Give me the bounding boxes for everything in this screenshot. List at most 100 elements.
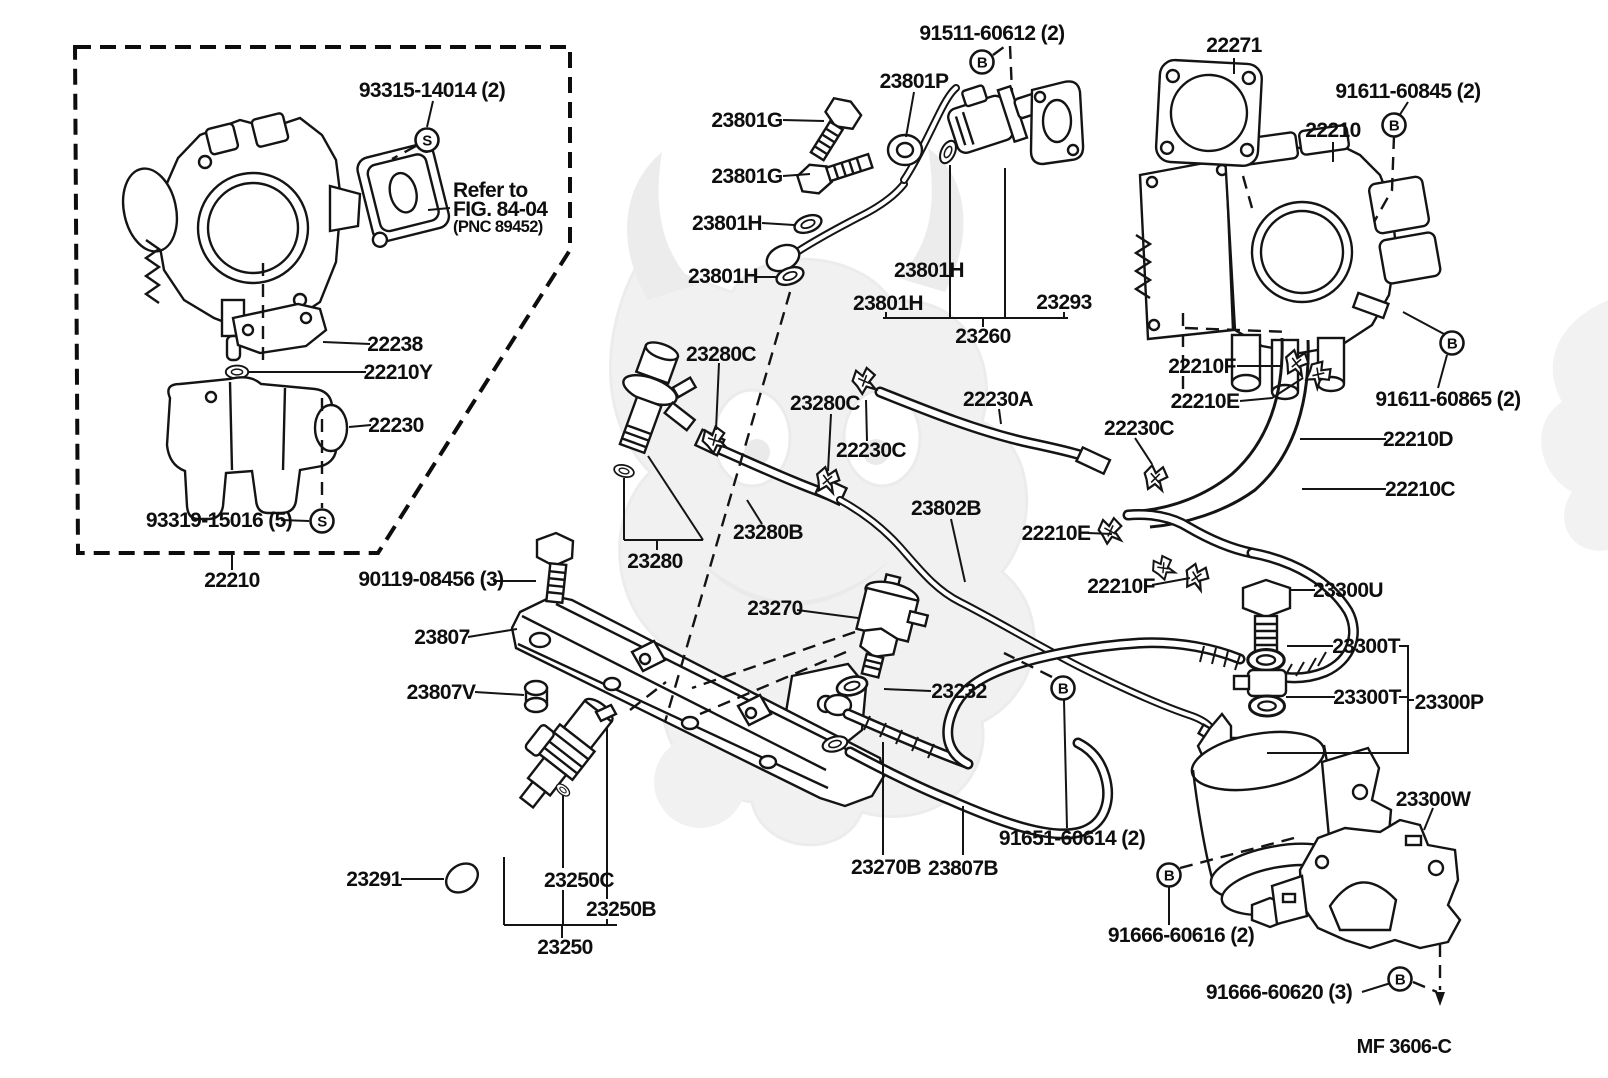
label-22230c-mid: 22230C bbox=[836, 439, 906, 462]
reference-note-line2: FIG. 84-04 bbox=[453, 198, 548, 221]
label-22230c-right: 22230C bbox=[1104, 417, 1174, 440]
part-number-labels: 93315-14014 (2) 22238 22210Y 22230 93319-150… bbox=[146, 22, 1521, 1004]
label-90119-08456: 90119-08456 (3) bbox=[358, 568, 503, 591]
label-91666-60620: 91666-60620 (3) bbox=[1206, 981, 1352, 1004]
label-22230-left: 22230 bbox=[368, 414, 423, 437]
valve-23280-drawing bbox=[611, 341, 698, 481]
svg-text:B: B bbox=[977, 55, 988, 72]
grommet-23291-drawing bbox=[445, 862, 479, 894]
label-23801h-4: 23801H bbox=[853, 292, 923, 315]
throttle-body-right-drawing bbox=[1133, 124, 1442, 401]
label-22210f-upper: 22210F bbox=[1168, 355, 1236, 378]
symbol-b-1: B bbox=[969, 49, 995, 75]
hose-23270b-drawing bbox=[819, 637, 1246, 770]
fuel-pipe-23260-drawing bbox=[765, 84, 961, 290]
throttle-position-sensor-drawing bbox=[356, 136, 451, 248]
label-23300t-2: 23300T bbox=[1333, 686, 1401, 709]
figure-code: MF 3606-C bbox=[1357, 1036, 1452, 1058]
label-93315-14014: 93315-14014 (2) bbox=[359, 79, 505, 102]
label-23300w: 23300W bbox=[1396, 788, 1471, 811]
bolt-90119-drawing bbox=[535, 531, 575, 605]
label-23801h-1: 23801H bbox=[692, 212, 762, 235]
label-91651-60614: 91651-60614 (2) bbox=[999, 827, 1145, 850]
label-23270: 23270 bbox=[747, 597, 802, 620]
bracket-23300w-drawing bbox=[1270, 818, 1462, 950]
grommet-23807v-drawing bbox=[523, 679, 549, 714]
label-22210e-left: 22210E bbox=[1022, 522, 1091, 545]
reference-note-line3: (PNC 89452) bbox=[453, 218, 543, 236]
label-22238: 22238 bbox=[367, 333, 423, 356]
label-23801g-1: 23801G bbox=[711, 109, 782, 132]
label-22271: 22271 bbox=[1206, 34, 1262, 57]
label-91611-60845: 91611-60845 (2) bbox=[1335, 80, 1480, 103]
label-22210f-lower: 22210F bbox=[1087, 575, 1155, 598]
label-93319-15016: 93319-15016 (5) bbox=[146, 509, 292, 532]
pressure-regulator-23270-drawing bbox=[855, 572, 930, 679]
symbol-s-1: S bbox=[414, 127, 440, 153]
label-23801h-3: 23801H bbox=[894, 259, 964, 282]
reference-note: Refer to FIG. 84-04 (PNC 89452) bbox=[453, 179, 549, 236]
label-23801g-2: 23801G bbox=[711, 165, 782, 188]
label-23260: 23260 bbox=[955, 325, 1010, 348]
label-23250b: 23250B bbox=[586, 898, 656, 921]
leader-lines bbox=[231, 58, 1448, 993]
svg-text:S: S bbox=[422, 133, 432, 150]
svg-text:B: B bbox=[1164, 868, 1175, 885]
symbol-b-6: B bbox=[1387, 966, 1413, 992]
pipes-22210d-22210c-drawing bbox=[1122, 337, 1359, 684]
label-23250c: 23250C bbox=[544, 869, 614, 892]
valve-22230-drawing bbox=[165, 376, 349, 521]
label-22210-right: 22210 bbox=[1305, 119, 1360, 142]
detail-box-outline bbox=[72, 45, 572, 555]
label-22210e-upper: 22210E bbox=[1171, 390, 1240, 413]
label-22210-left: 22210 bbox=[204, 569, 259, 592]
injector-23250-drawing bbox=[445, 697, 618, 894]
svg-text:B: B bbox=[1389, 118, 1400, 135]
label-91511-60612: 91511-60612 (2) bbox=[919, 22, 1064, 45]
label-22210y: 22210Y bbox=[364, 361, 433, 384]
label-22230a: 22230A bbox=[963, 388, 1033, 411]
hose-22230a-drawing bbox=[874, 386, 1112, 476]
label-23807: 23807 bbox=[414, 626, 469, 649]
label-22210d: 22210D bbox=[1383, 428, 1453, 451]
svg-text:B: B bbox=[1058, 681, 1069, 698]
svg-text:B: B bbox=[1447, 336, 1458, 353]
label-23300u: 23300U bbox=[1313, 579, 1383, 602]
label-23807b: 23807B bbox=[928, 857, 998, 880]
svg-text:S: S bbox=[317, 514, 327, 531]
symbol-s-2: S bbox=[309, 508, 335, 534]
label-23270b: 23270B bbox=[851, 856, 921, 879]
label-23801h-2: 23801H bbox=[688, 265, 758, 288]
label-91611-60865: 91611-60865 (2) bbox=[1375, 388, 1520, 411]
gasket-22238-drawing bbox=[231, 302, 328, 355]
label-23300t-1: 23300T bbox=[1332, 635, 1400, 658]
fuel-rail-23807-drawing bbox=[510, 594, 886, 808]
label-23280b: 23280B bbox=[733, 521, 803, 544]
label-23300p: 23300P bbox=[1415, 691, 1484, 714]
svg-text:B: B bbox=[1395, 972, 1406, 989]
label-23280c-2: 23280C bbox=[790, 392, 860, 415]
arrowhead bbox=[1435, 992, 1445, 1006]
reference-note-line1: Refer to bbox=[453, 179, 528, 202]
label-23802b: 23802B bbox=[911, 497, 981, 520]
label-23250: 23250 bbox=[537, 936, 592, 959]
label-23293: 23293 bbox=[1036, 291, 1091, 314]
label-23807v: 23807V bbox=[407, 681, 476, 704]
label-23280: 23280 bbox=[627, 550, 682, 573]
hose-23807b-drawing bbox=[844, 737, 1114, 840]
fastener-symbols: S S B B B B B B bbox=[309, 49, 1465, 992]
label-23291: 23291 bbox=[346, 868, 402, 891]
symbol-b-5: B bbox=[1156, 862, 1182, 888]
symbol-b-2: B bbox=[1381, 112, 1407, 138]
gasket-22271-drawing bbox=[1154, 58, 1263, 167]
label-23232: 23232 bbox=[931, 680, 986, 703]
symbol-b-3: B bbox=[1439, 330, 1465, 356]
throttle-body-left-drawing bbox=[121, 112, 362, 362]
label-23280c-1: 23280C bbox=[686, 343, 756, 366]
label-91666-60616: 91666-60616 (2) bbox=[1108, 924, 1254, 947]
label-22210c: 22210C bbox=[1385, 478, 1455, 501]
symbol-b-4: B bbox=[1050, 675, 1076, 701]
projection-lines bbox=[261, 43, 1442, 994]
